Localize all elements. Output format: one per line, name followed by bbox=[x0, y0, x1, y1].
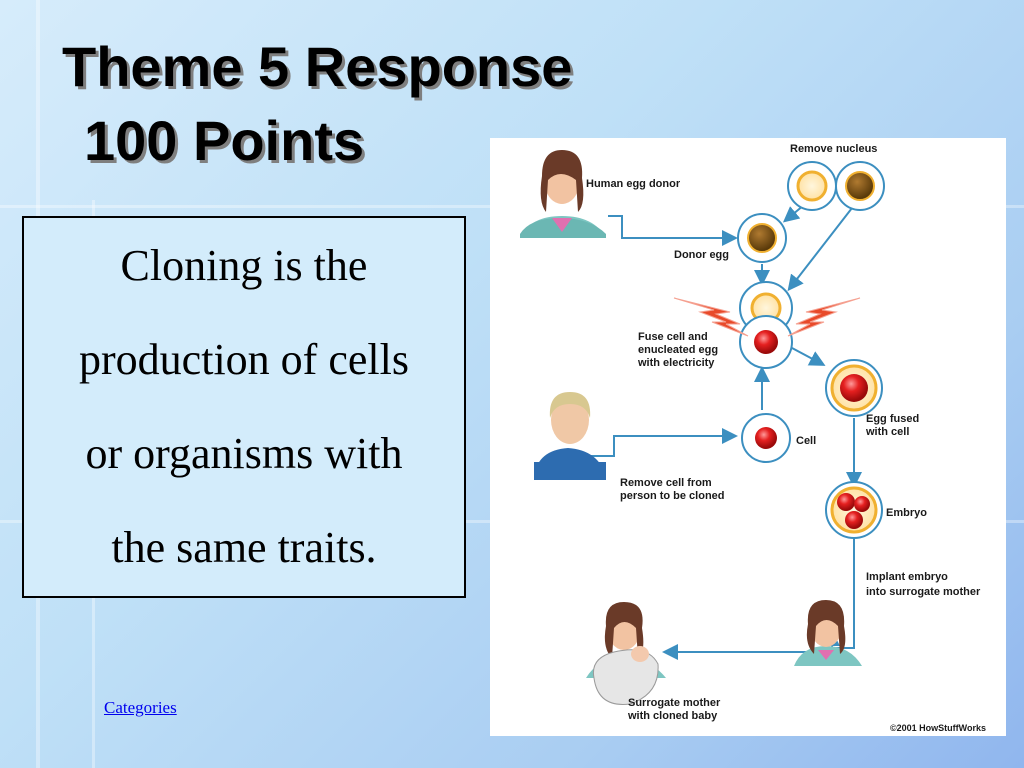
cloning-diagram-svg: Remove nucleus Human egg donor Donor egg… bbox=[520, 143, 986, 733]
label-fuse-1: Fuse cell and bbox=[638, 331, 708, 343]
title-line-1: Theme 5 Response bbox=[62, 35, 573, 98]
label-fuse-2: enucleated egg bbox=[638, 344, 718, 356]
egg-empty-top bbox=[787, 161, 837, 211]
label-human-egg-donor: Human egg donor bbox=[586, 178, 681, 190]
label-donor-egg: Donor egg bbox=[674, 249, 729, 261]
label-egg-fused-1: Egg fused bbox=[866, 413, 919, 425]
label-copyright: ©2001 HowStuffWorks bbox=[890, 723, 986, 733]
answer-line: the same traits. bbox=[111, 523, 377, 572]
answer-box: Cloning is the production of cells or or… bbox=[22, 216, 466, 598]
removed-nucleus bbox=[835, 161, 885, 211]
answer-line: or organisms with bbox=[85, 429, 403, 478]
label-surrogate-2: with cloned baby bbox=[627, 710, 718, 722]
label-implant-1: Implant embryo bbox=[866, 571, 948, 583]
answer-text: Cloning is the production of cells or or… bbox=[69, 219, 419, 595]
embryo-cell bbox=[825, 481, 883, 539]
label-egg-fused-2: with cell bbox=[865, 426, 909, 438]
label-remove-nucleus: Remove nucleus bbox=[790, 143, 877, 155]
surrogate-mother-with-baby bbox=[586, 602, 666, 705]
label-surrogate-1: Surrogate mother bbox=[628, 697, 721, 709]
label-remove-cell-1: Remove cell from bbox=[620, 477, 712, 489]
label-fuse-3: with electricity bbox=[637, 357, 715, 369]
egg-fused-with-cell bbox=[825, 359, 883, 417]
egg-donor-person bbox=[520, 150, 606, 238]
answer-line: Cloning is the bbox=[120, 241, 368, 290]
donor-egg-cell bbox=[737, 213, 787, 263]
label-remove-cell-2: person to be cloned bbox=[620, 490, 725, 502]
surrogate-mother bbox=[794, 600, 862, 666]
title-line-2: 100 Points bbox=[84, 109, 365, 172]
electric-spark-left bbox=[673, 297, 749, 337]
cloning-diagram: Remove nucleus Human egg donor Donor egg… bbox=[490, 138, 1006, 736]
fusion-cells bbox=[739, 281, 793, 369]
label-embryo: Embryo bbox=[886, 507, 927, 519]
answer-line: production of cells bbox=[79, 335, 409, 384]
electric-spark-right bbox=[787, 297, 861, 337]
categories-link[interactable]: Categories bbox=[104, 698, 177, 717]
label-implant-2: into surrogate mother bbox=[866, 586, 981, 598]
donor-body-cell bbox=[741, 413, 791, 463]
connector-arrows bbox=[590, 199, 862, 660]
label-cell: Cell bbox=[796, 435, 816, 447]
person-to-be-cloned bbox=[534, 392, 606, 480]
